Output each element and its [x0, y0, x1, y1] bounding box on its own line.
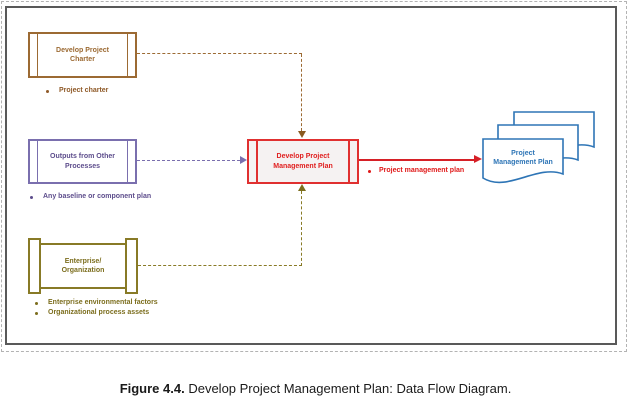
figure-caption-number: Figure 4.4. [119, 381, 185, 396]
center-process-box: Develop Project Management Plan [247, 139, 359, 184]
bullet-icon [35, 312, 38, 315]
arrowhead-right-icon [474, 155, 482, 163]
flow-line-charter [137, 53, 302, 54]
flow-line-output [359, 159, 475, 161]
arrowhead-down-icon [298, 131, 306, 138]
document-icon [482, 138, 564, 184]
bullet-icon [30, 196, 33, 199]
outputs-box-label: Outputs from Other Processes [50, 153, 115, 170]
outputs-output-item: Any baseline or component plan [43, 193, 152, 200]
outputs-process-box: Outputs from Other Processes [28, 139, 137, 184]
figure-selection-border [1, 1, 627, 352]
flow-line-enterprise [301, 191, 302, 266]
enterprise-entity-shape: Enterprise/ Organization [28, 238, 138, 294]
flow-line-outputs [137, 160, 240, 161]
entity-pillar [28, 238, 41, 294]
bullet-icon [368, 170, 371, 173]
bullet-icon [35, 302, 38, 305]
figure-caption-text: Develop Project Management Plan: Data Fl… [184, 381, 512, 396]
center-box-label: Develop Project Management Plan [273, 153, 333, 170]
process-side-bar [348, 141, 350, 182]
enterprise-output-item: Organizational process assets [48, 309, 150, 316]
arrowhead-right-icon [240, 156, 247, 164]
document-label: Project Management Plan [493, 150, 553, 167]
enterprise-box-label: Enterprise/ Organization [36, 243, 130, 289]
arrowhead-up-icon [298, 184, 306, 191]
entity-pillar [125, 238, 138, 294]
process-side-bar [37, 141, 38, 182]
process-side-bar [37, 34, 38, 76]
flow-line-enterprise [138, 265, 302, 266]
process-side-bar [127, 141, 128, 182]
bullet-icon [46, 90, 49, 93]
figure-caption: Figure 4.4. Develop Project Management P… [0, 381, 631, 396]
charter-output-item: Project charter [59, 87, 109, 94]
flow-label: Project management plan [379, 167, 465, 174]
process-side-bar [127, 34, 128, 76]
flow-line-charter [301, 54, 302, 131]
charter-process-box: Develop Project Charter [28, 32, 137, 78]
process-side-bar [256, 141, 258, 182]
enterprise-output-item: Enterprise environmental factors [48, 299, 158, 306]
charter-box-label: Develop Project Charter [56, 46, 109, 63]
